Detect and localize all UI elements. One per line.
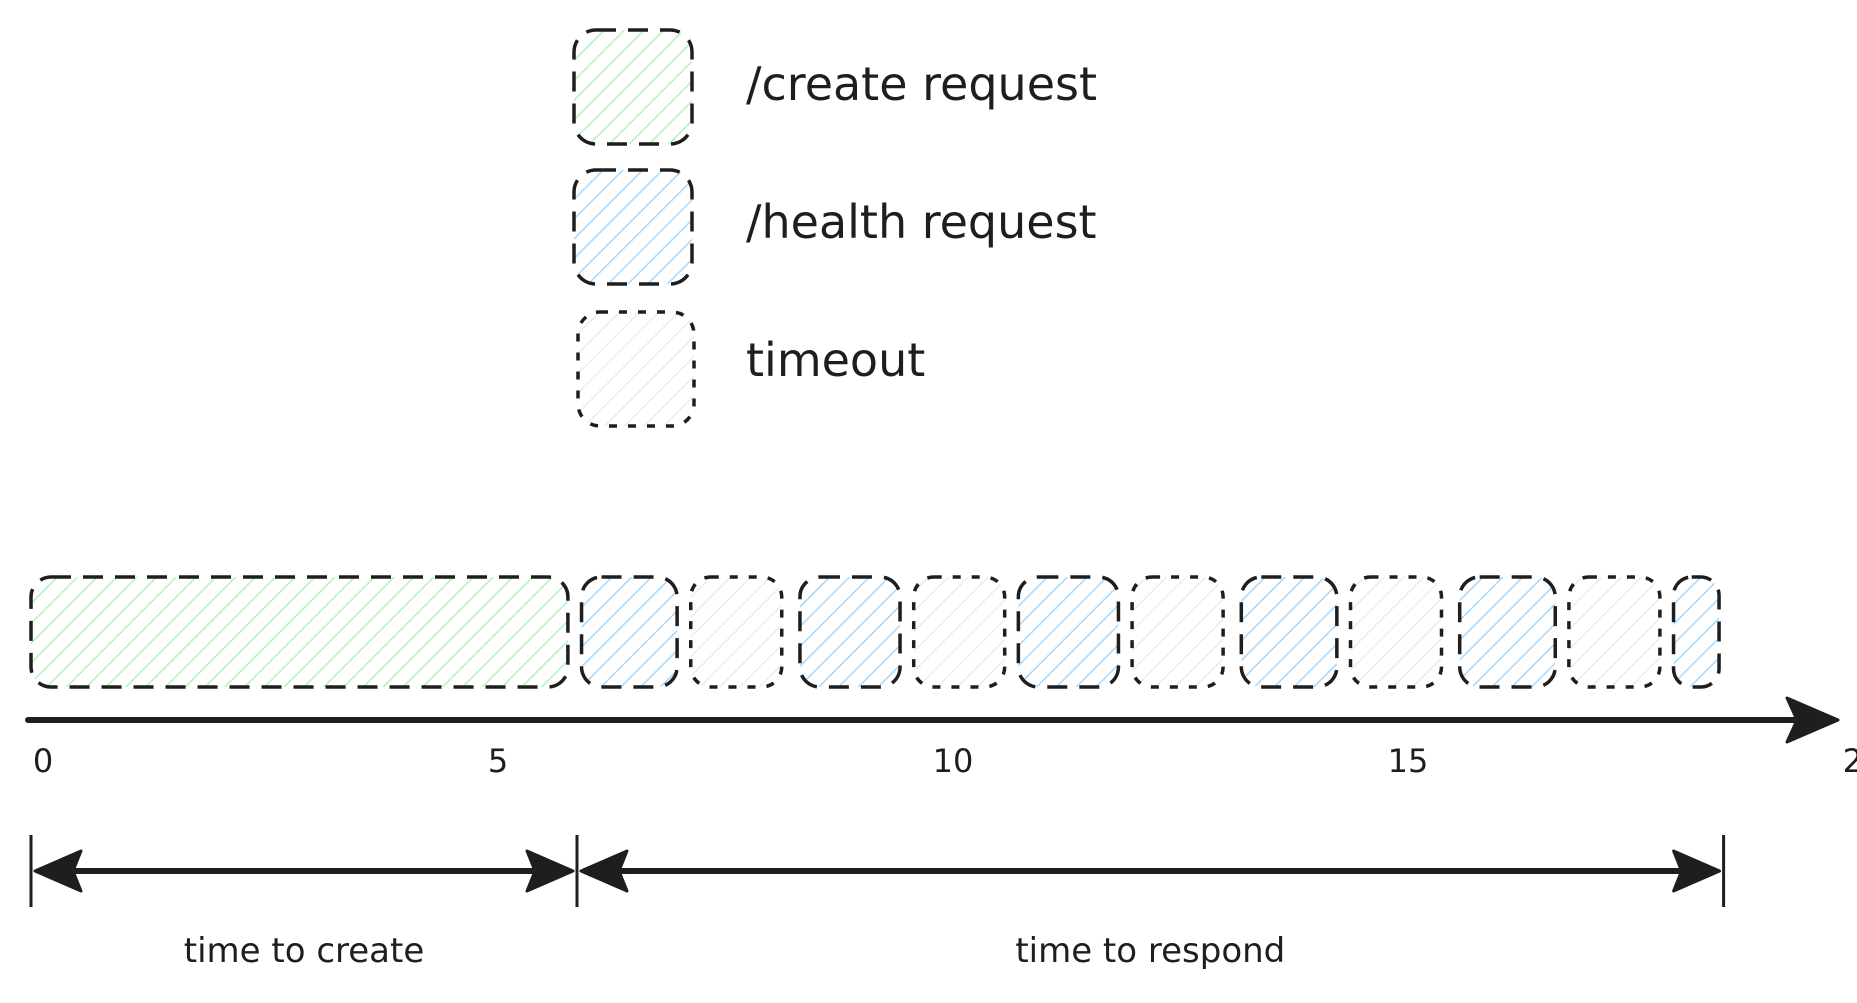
axis-tick-labels: 0 5 10 15 20 [33,742,1857,780]
timeline-blocks [29,575,1721,689]
legend-label-timeout: timeout [746,333,925,387]
timeline-block-timeout [911,575,1007,689]
timeline-block-health [579,575,679,689]
health-request-swatch [572,168,694,286]
timeline-block-health [1457,575,1557,689]
duration-span: time to create [29,835,579,971]
legend-label-health: /health request [746,195,1097,249]
span-right-arrowhead [525,849,575,893]
axis-tick-label: 0 [33,742,53,780]
timeline-block-timeout [1567,575,1662,689]
span-left-arrowhead [33,849,83,893]
axis-tick-label: 10 [933,742,974,780]
span-left-arrowhead [579,849,629,893]
span-right-arrowhead [1672,849,1722,893]
timeline-block-timeout [1130,575,1225,689]
legend-item-create: /create request [572,28,1097,146]
timeline-block-timeout [689,575,784,689]
timeline-block-timeout [1348,575,1444,689]
span-label: time to create [184,931,425,971]
axis-tick-label: 5 [488,742,508,780]
timeline-block-health [798,575,902,689]
axis-tick-label: 20 [1843,742,1857,780]
legend: /create request /health request timeout [572,28,1097,428]
duration-spans: time to create time to respond [29,835,1726,971]
time-axis: 0 5 10 15 20 [25,696,1857,780]
legend-item-timeout: timeout [576,310,925,428]
legend-label-create: /create request [746,57,1097,111]
timeout-swatch [576,310,696,428]
create-request-swatch [572,28,694,146]
axis-tick-label: 15 [1388,742,1429,780]
time-axis-arrowhead [1785,696,1840,744]
timeline-block-health [1239,575,1339,689]
timeline-block-health [1016,575,1121,689]
timeline-block-create [29,575,570,689]
legend-item-health: /health request [572,168,1097,286]
duration-span: time to respond [575,835,1726,971]
span-label: time to respond [1015,931,1285,971]
timeline-block-health [1671,575,1721,689]
